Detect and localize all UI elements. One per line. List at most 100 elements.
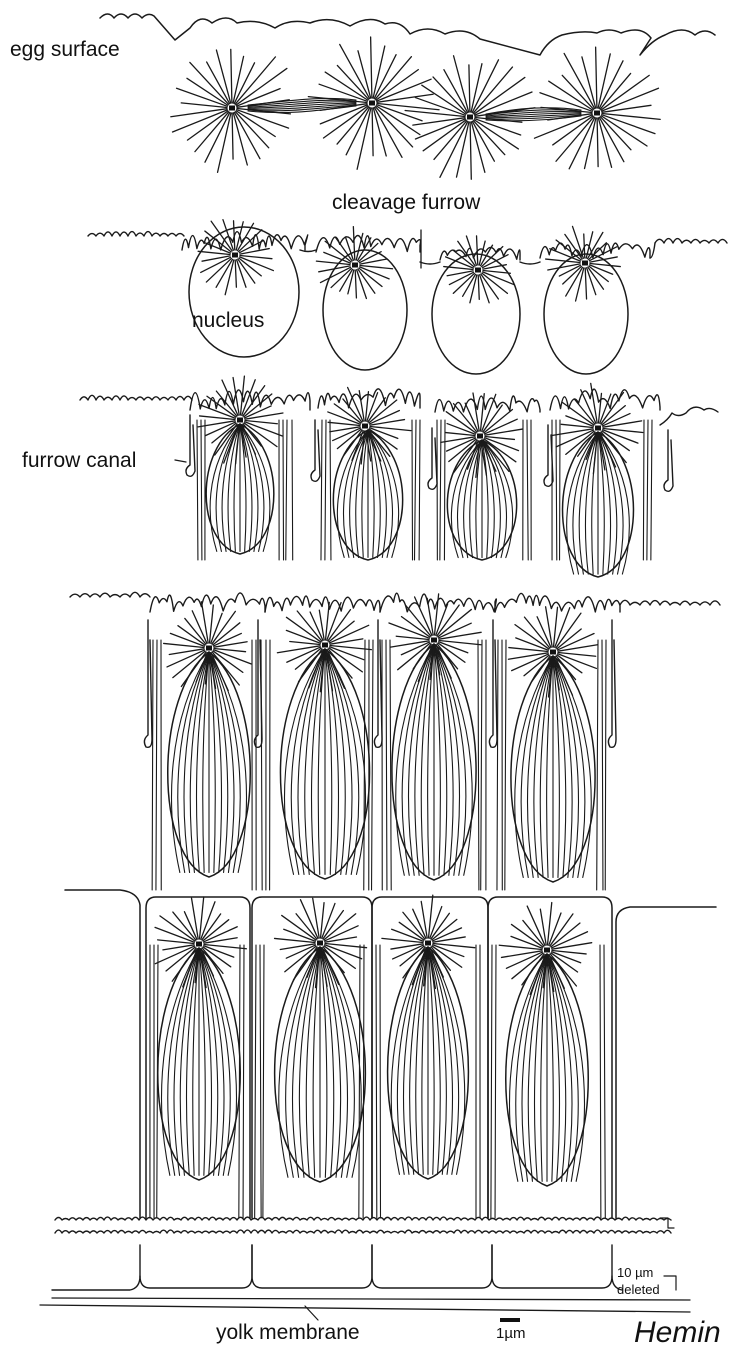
aster-ray [155, 946, 194, 964]
aster [275, 898, 367, 987]
microtubule [209, 652, 240, 873]
aster-ray [377, 103, 439, 109]
aster [499, 903, 591, 995]
microtubule [320, 947, 347, 1177]
aster-ray [438, 609, 472, 636]
aster-ray [569, 117, 595, 168]
egg-surface-label: egg surface [10, 38, 120, 62]
aster-ray [328, 610, 351, 641]
aster-ray [439, 632, 481, 639]
species-label: Hemin [634, 1316, 721, 1350]
microtubule [600, 945, 601, 1218]
aster-ray [204, 938, 237, 943]
centrosome [477, 434, 483, 439]
nucleus-4 [506, 954, 589, 1186]
centrosome [206, 646, 212, 651]
aster-ray [206, 258, 231, 282]
aster-ray [524, 617, 549, 648]
aster-ray [233, 113, 247, 165]
aster-ray [558, 634, 594, 650]
microtubule [402, 644, 434, 875]
yolk-membrane [40, 1305, 690, 1312]
nucleus-2 [275, 947, 366, 1182]
aster-ray [527, 906, 545, 945]
surface-left [80, 395, 192, 400]
aster-ray [602, 105, 651, 112]
aster-ray [427, 598, 433, 635]
microtubule [491, 945, 492, 1218]
stage-5-cellularized [65, 890, 716, 1218]
aster-ray [360, 265, 393, 268]
microtubule [397, 947, 428, 1174]
nucleus-4 [563, 432, 634, 577]
centrosome [582, 261, 588, 266]
aster-ray [501, 951, 542, 958]
aster-ray [222, 380, 238, 415]
centrosome [317, 941, 323, 946]
microtubule [547, 954, 572, 1181]
aster-ray [506, 952, 542, 968]
microtubule [478, 640, 479, 890]
aster-ray [540, 909, 546, 945]
aster-ray [300, 900, 317, 939]
aster-ray [324, 914, 356, 940]
surface-right [655, 239, 727, 243]
deleted-length-label: 10 µm [617, 1265, 653, 1280]
yolk-cell-3 [372, 1245, 492, 1288]
aster-ray [508, 653, 548, 659]
aster-ray [340, 44, 370, 98]
aster-ray [511, 924, 542, 947]
aster-ray [173, 651, 205, 677]
aster-ray [548, 264, 580, 270]
microtubule [325, 420, 326, 560]
aster-ray [370, 420, 405, 426]
microtubule [604, 945, 605, 1218]
microtubule [263, 945, 264, 1218]
deleted-label: deleted [617, 1282, 660, 1297]
microtubule [199, 948, 230, 1175]
aster-ray [287, 647, 321, 662]
furrow-canal [374, 620, 382, 747]
aster-ray [454, 56, 469, 112]
microtubule [412, 420, 413, 560]
aster-ray [204, 927, 238, 942]
microtubule [184, 652, 209, 873]
aster-ray [446, 412, 476, 433]
aster-ray [469, 65, 470, 112]
microtubule [330, 420, 331, 560]
microtubule [428, 947, 459, 1174]
yolk-base [40, 1217, 690, 1322]
surface-right [620, 600, 720, 605]
scale-bar-label: 1µm [496, 1325, 525, 1342]
aster-ray [585, 268, 586, 299]
microtubule [201, 420, 202, 560]
cap-2 [265, 596, 380, 612]
microtubule [386, 640, 387, 890]
aster-ray [216, 50, 230, 103]
microtubule [363, 945, 364, 1218]
aster-ray [323, 911, 343, 939]
aster-ray [282, 915, 316, 940]
centrosome [595, 426, 601, 431]
centrosome [229, 106, 235, 111]
aster-ray [473, 393, 479, 431]
microtubule [434, 644, 459, 875]
furrow-canal [311, 420, 320, 481]
stage-1-nuclear-division [100, 14, 715, 179]
aster-ray [319, 266, 350, 272]
aster-ray [330, 639, 363, 644]
cap-1 [150, 593, 265, 612]
aster-ray [440, 121, 468, 177]
microtubule [286, 947, 320, 1177]
microtubule [444, 420, 445, 560]
microtubule [419, 420, 420, 560]
microtubule [556, 420, 557, 560]
aster-ray [598, 118, 611, 167]
aster-ray [372, 108, 373, 156]
microtubule [643, 420, 644, 560]
aster-ray [546, 607, 553, 647]
aster-ray [192, 898, 199, 939]
aster-ray [556, 613, 581, 648]
aster-ray [234, 112, 260, 158]
microtubule [243, 945, 244, 1218]
